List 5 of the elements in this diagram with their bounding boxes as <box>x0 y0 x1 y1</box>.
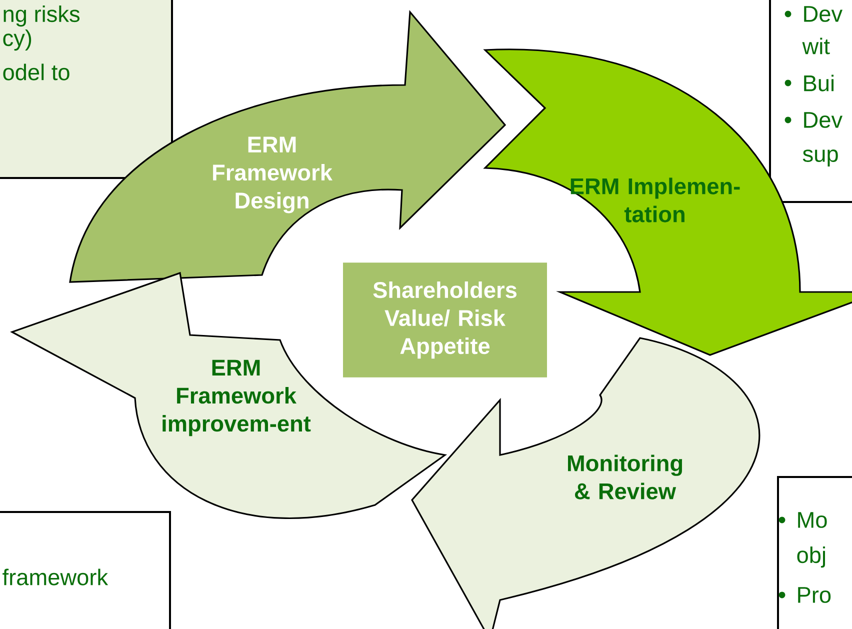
text-box: ng risks cy) odel to <box>0 0 173 179</box>
center-box: Shareholders Value/ Risk Appetite <box>343 262 547 378</box>
text-box: Dev wit Bui Dev sup <box>769 0 852 203</box>
text-box: framework <box>0 511 171 629</box>
text-box: Mo obj Pro <box>777 476 852 629</box>
